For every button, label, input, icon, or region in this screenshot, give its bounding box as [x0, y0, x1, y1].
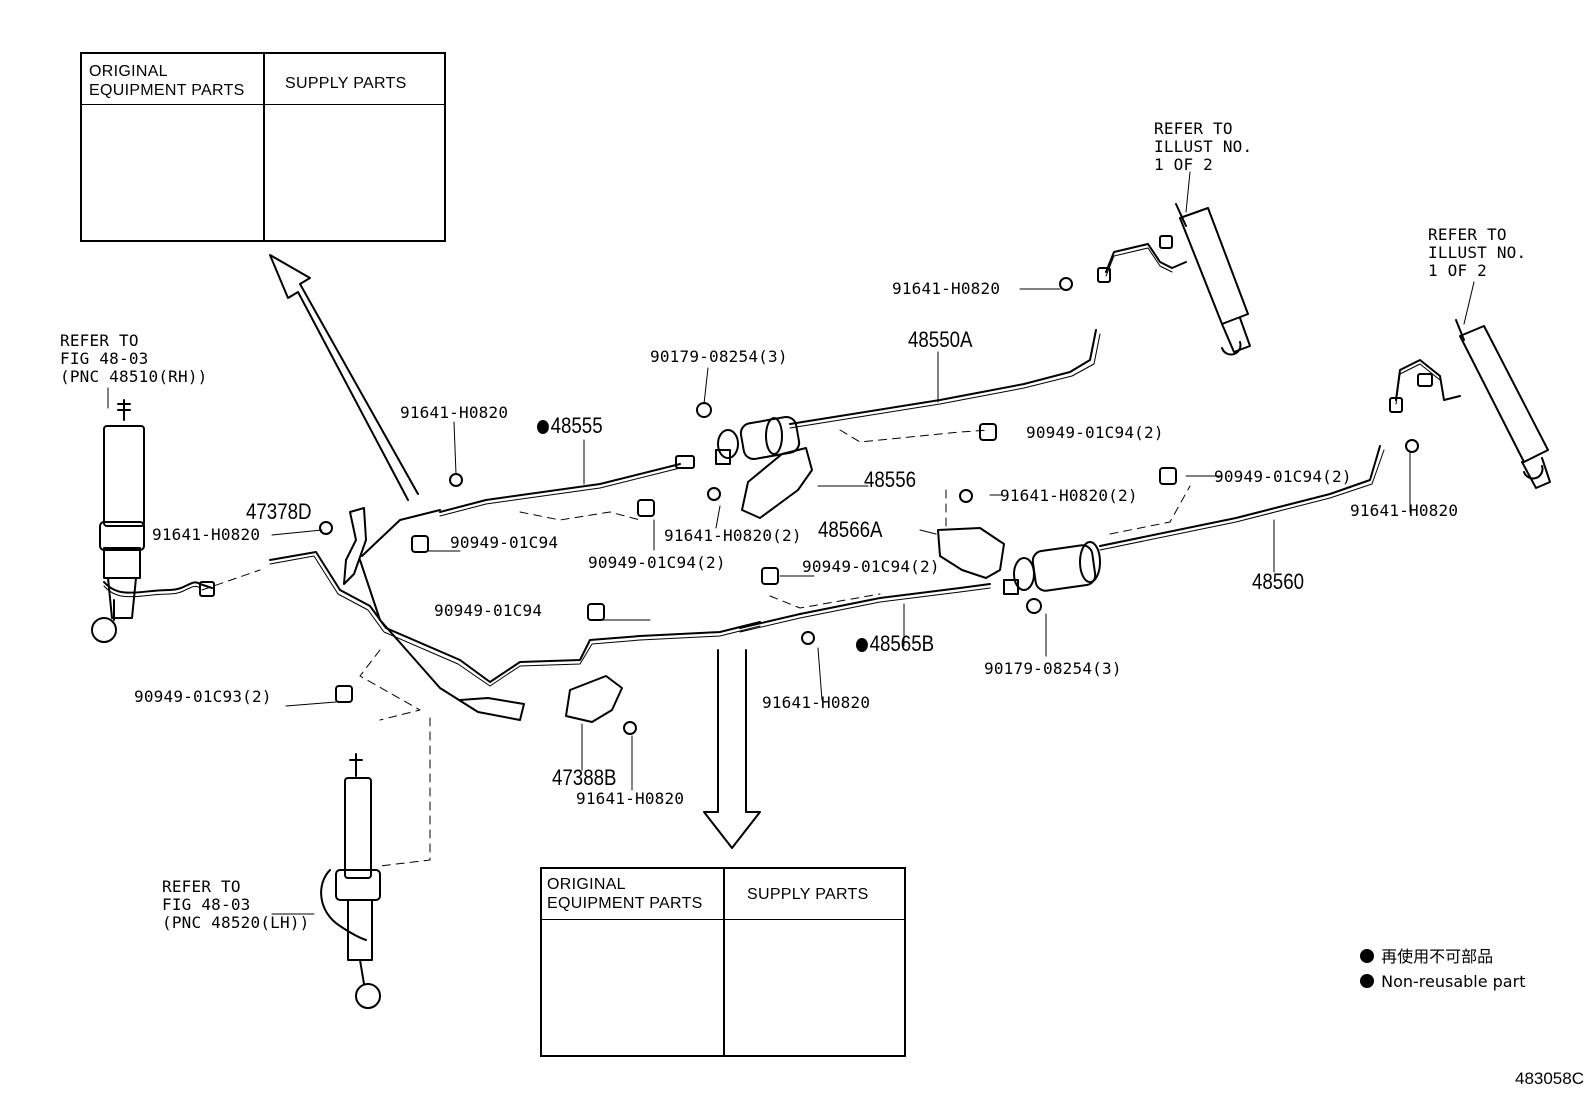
non-reusable-marker-48555 — [537, 420, 549, 434]
part-label-90179-08254-3-lower[interactable]: 90179-08254(3) — [984, 659, 1122, 678]
box-bottom-original-line2: EQUIPMENT PARTS — [547, 895, 703, 912]
harness-48560 — [1099, 445, 1381, 547]
part-label-90949-01c93-2[interactable]: 90949-01C93(2) — [134, 687, 272, 706]
supply-comparison-box-bottom: ORIGINAL EQUIPMENT PARTS SUPPLY PARTS — [540, 867, 906, 1057]
part-number-48556[interactable]: 48556 — [864, 467, 917, 492]
non-reusable-marker-48565b — [856, 638, 868, 652]
part-number-48555[interactable]: 48555 — [537, 414, 603, 438]
refer-fig-rh-line3: (PNC 48510(RH)) — [60, 367, 208, 386]
refer-fig-lh-line3: (PNC 48520(LH)) — [162, 913, 310, 932]
bracket-48556 — [741, 447, 813, 519]
front-shock-lh — [335, 753, 381, 1009]
rear-shock-upper — [1175, 203, 1251, 356]
legend-dot-icon — [1360, 974, 1374, 988]
part-label-90949-01c94-2-right[interactable]: 90949-01C94(2) — [1214, 467, 1352, 486]
front-rh-connector — [199, 581, 215, 597]
actuator-lower — [1003, 541, 1101, 595]
leader-lines — [107, 171, 1475, 915]
harness-left-routing — [269, 551, 761, 683]
front-shock-rh — [91, 399, 145, 643]
refer-illust-upper: REFER TO ILLUST NO. 1 OF 2 — [1154, 120, 1252, 174]
front-rh-harness — [103, 581, 213, 594]
part-label-90179-08254-3-upper[interactable]: 90179-08254(3) — [650, 347, 788, 366]
refer-illust-upper-line3: 1 OF 2 — [1154, 155, 1213, 174]
box-top-supply-label: SUPPLY PARTS — [285, 75, 407, 92]
rear-right-harness — [1395, 359, 1461, 401]
refer-illust-right-line3: 1 OF 2 — [1428, 261, 1487, 280]
part-label-91641-h0820-top-right[interactable]: 91641-H0820 — [892, 279, 1001, 298]
refer-illust-right-line1: REFER TO — [1428, 225, 1507, 244]
harness-48550a — [789, 329, 1097, 425]
legend-row-jp: 再使用不可部品 — [1360, 944, 1525, 969]
part-label-90949-01c94-2-lower[interactable]: 90949-01C94(2) — [802, 557, 940, 576]
legend-row-en: Non-reusable part — [1360, 969, 1525, 994]
harness-48555 — [439, 463, 681, 513]
supply-comparison-box-top: ORIGINAL EQUIPMENT PARTS SUPPLY PARTS — [80, 52, 446, 242]
refer-fig-lh-line2: FIG 48-03 — [162, 895, 251, 914]
rear-upper-harness — [1105, 243, 1187, 273]
illustration-code: 483058C — [1514, 1069, 1584, 1088]
part-number-48565b[interactable]: 48565B — [856, 632, 934, 656]
part-number-47378d[interactable]: 47378D — [246, 499, 312, 524]
legend: 再使用不可部品 Non-reusable part — [1360, 944, 1525, 994]
part-label-91641-h0820-far-right[interactable]: 91641-H0820 — [1350, 501, 1459, 520]
box-top-original-line2: EQUIPMENT PARTS — [89, 82, 245, 99]
harness-48565b — [739, 583, 991, 629]
refer-fig-rh-line2: FIG 48-03 — [60, 349, 149, 368]
part-label-90949-01c94-left[interactable]: 90949-01C94 — [450, 533, 559, 552]
refer-fig-rh-line1: REFER TO — [60, 331, 139, 350]
harness-left-down — [359, 559, 525, 721]
refer-fig-rh: REFER TO FIG 48-03 (PNC 48510(RH)) — [60, 332, 208, 386]
refer-illust-right-line2: ILLUST NO. — [1428, 243, 1527, 262]
part-number-48550a[interactable]: 48550A — [908, 327, 973, 352]
part-label-90949-01c94-2-center[interactable]: 90949-01C94(2) — [588, 553, 726, 572]
legend-en-text: Non-reusable part — [1381, 972, 1526, 991]
part-label-91641-h0820-2-right[interactable]: 91641-H0820(2) — [1000, 486, 1138, 505]
part-number-48560[interactable]: 48560 — [1252, 569, 1305, 594]
box-top-divider — [263, 54, 265, 240]
bracket-48566a — [937, 527, 1005, 579]
bracket-47388b — [565, 675, 623, 723]
box-bottom-original-line1: ORIGINAL — [547, 876, 626, 893]
refer-illust-upper-line2: ILLUST NO. — [1154, 137, 1253, 156]
refer-illust-upper-line1: REFER TO — [1154, 119, 1233, 138]
refer-illust-right: REFER TO ILLUST NO. 1 OF 2 — [1428, 226, 1526, 280]
part-label-90949-01c94-center-lower[interactable]: 90949-01C94 — [434, 601, 543, 620]
rear-shock-right — [1455, 319, 1551, 489]
legend-dot-icon — [1360, 949, 1374, 963]
box-top-original-line1: ORIGINAL — [89, 63, 168, 80]
part-label-91641-h0820-left[interactable]: 91641-H0820 — [152, 525, 261, 544]
part-label-91641-h0820-2-center[interactable]: 91641-H0820(2) — [664, 526, 802, 545]
clips-and-bolts — [319, 277, 1419, 735]
bracket-47378d — [343, 507, 367, 585]
actuator-upper — [715, 415, 801, 465]
part-number-47388b[interactable]: 47388B — [552, 765, 617, 790]
part-label-91641-h0820-center[interactable]: 91641-H0820 — [400, 403, 509, 422]
front-lh-harness — [320, 869, 367, 941]
legend-jp-text: 再使用不可部品 — [1381, 947, 1494, 966]
part-number-48565b-text: 48565B — [869, 631, 935, 656]
box-bottom-divider — [723, 869, 725, 1055]
arrow-to-top-box — [269, 254, 419, 501]
refer-fig-lh: REFER TO FIG 48-03 (PNC 48520(LH)) — [162, 878, 310, 932]
refer-fig-lh-line1: REFER TO — [162, 877, 241, 896]
part-label-90949-01c94-2-upper-right[interactable]: 90949-01C94(2) — [1026, 423, 1164, 442]
box-bottom-supply-label: SUPPLY PARTS — [747, 886, 869, 903]
part-number-48555-text: 48555 — [550, 413, 603, 438]
arrow-to-bottom-box — [703, 649, 761, 849]
part-label-91641-h0820-lower-center[interactable]: 91641-H0820 — [762, 693, 871, 712]
part-label-91641-h0820-bottom[interactable]: 91641-H0820 — [576, 789, 685, 808]
part-number-48566a[interactable]: 48566A — [818, 517, 883, 542]
dashed-leaders — [201, 429, 1191, 867]
